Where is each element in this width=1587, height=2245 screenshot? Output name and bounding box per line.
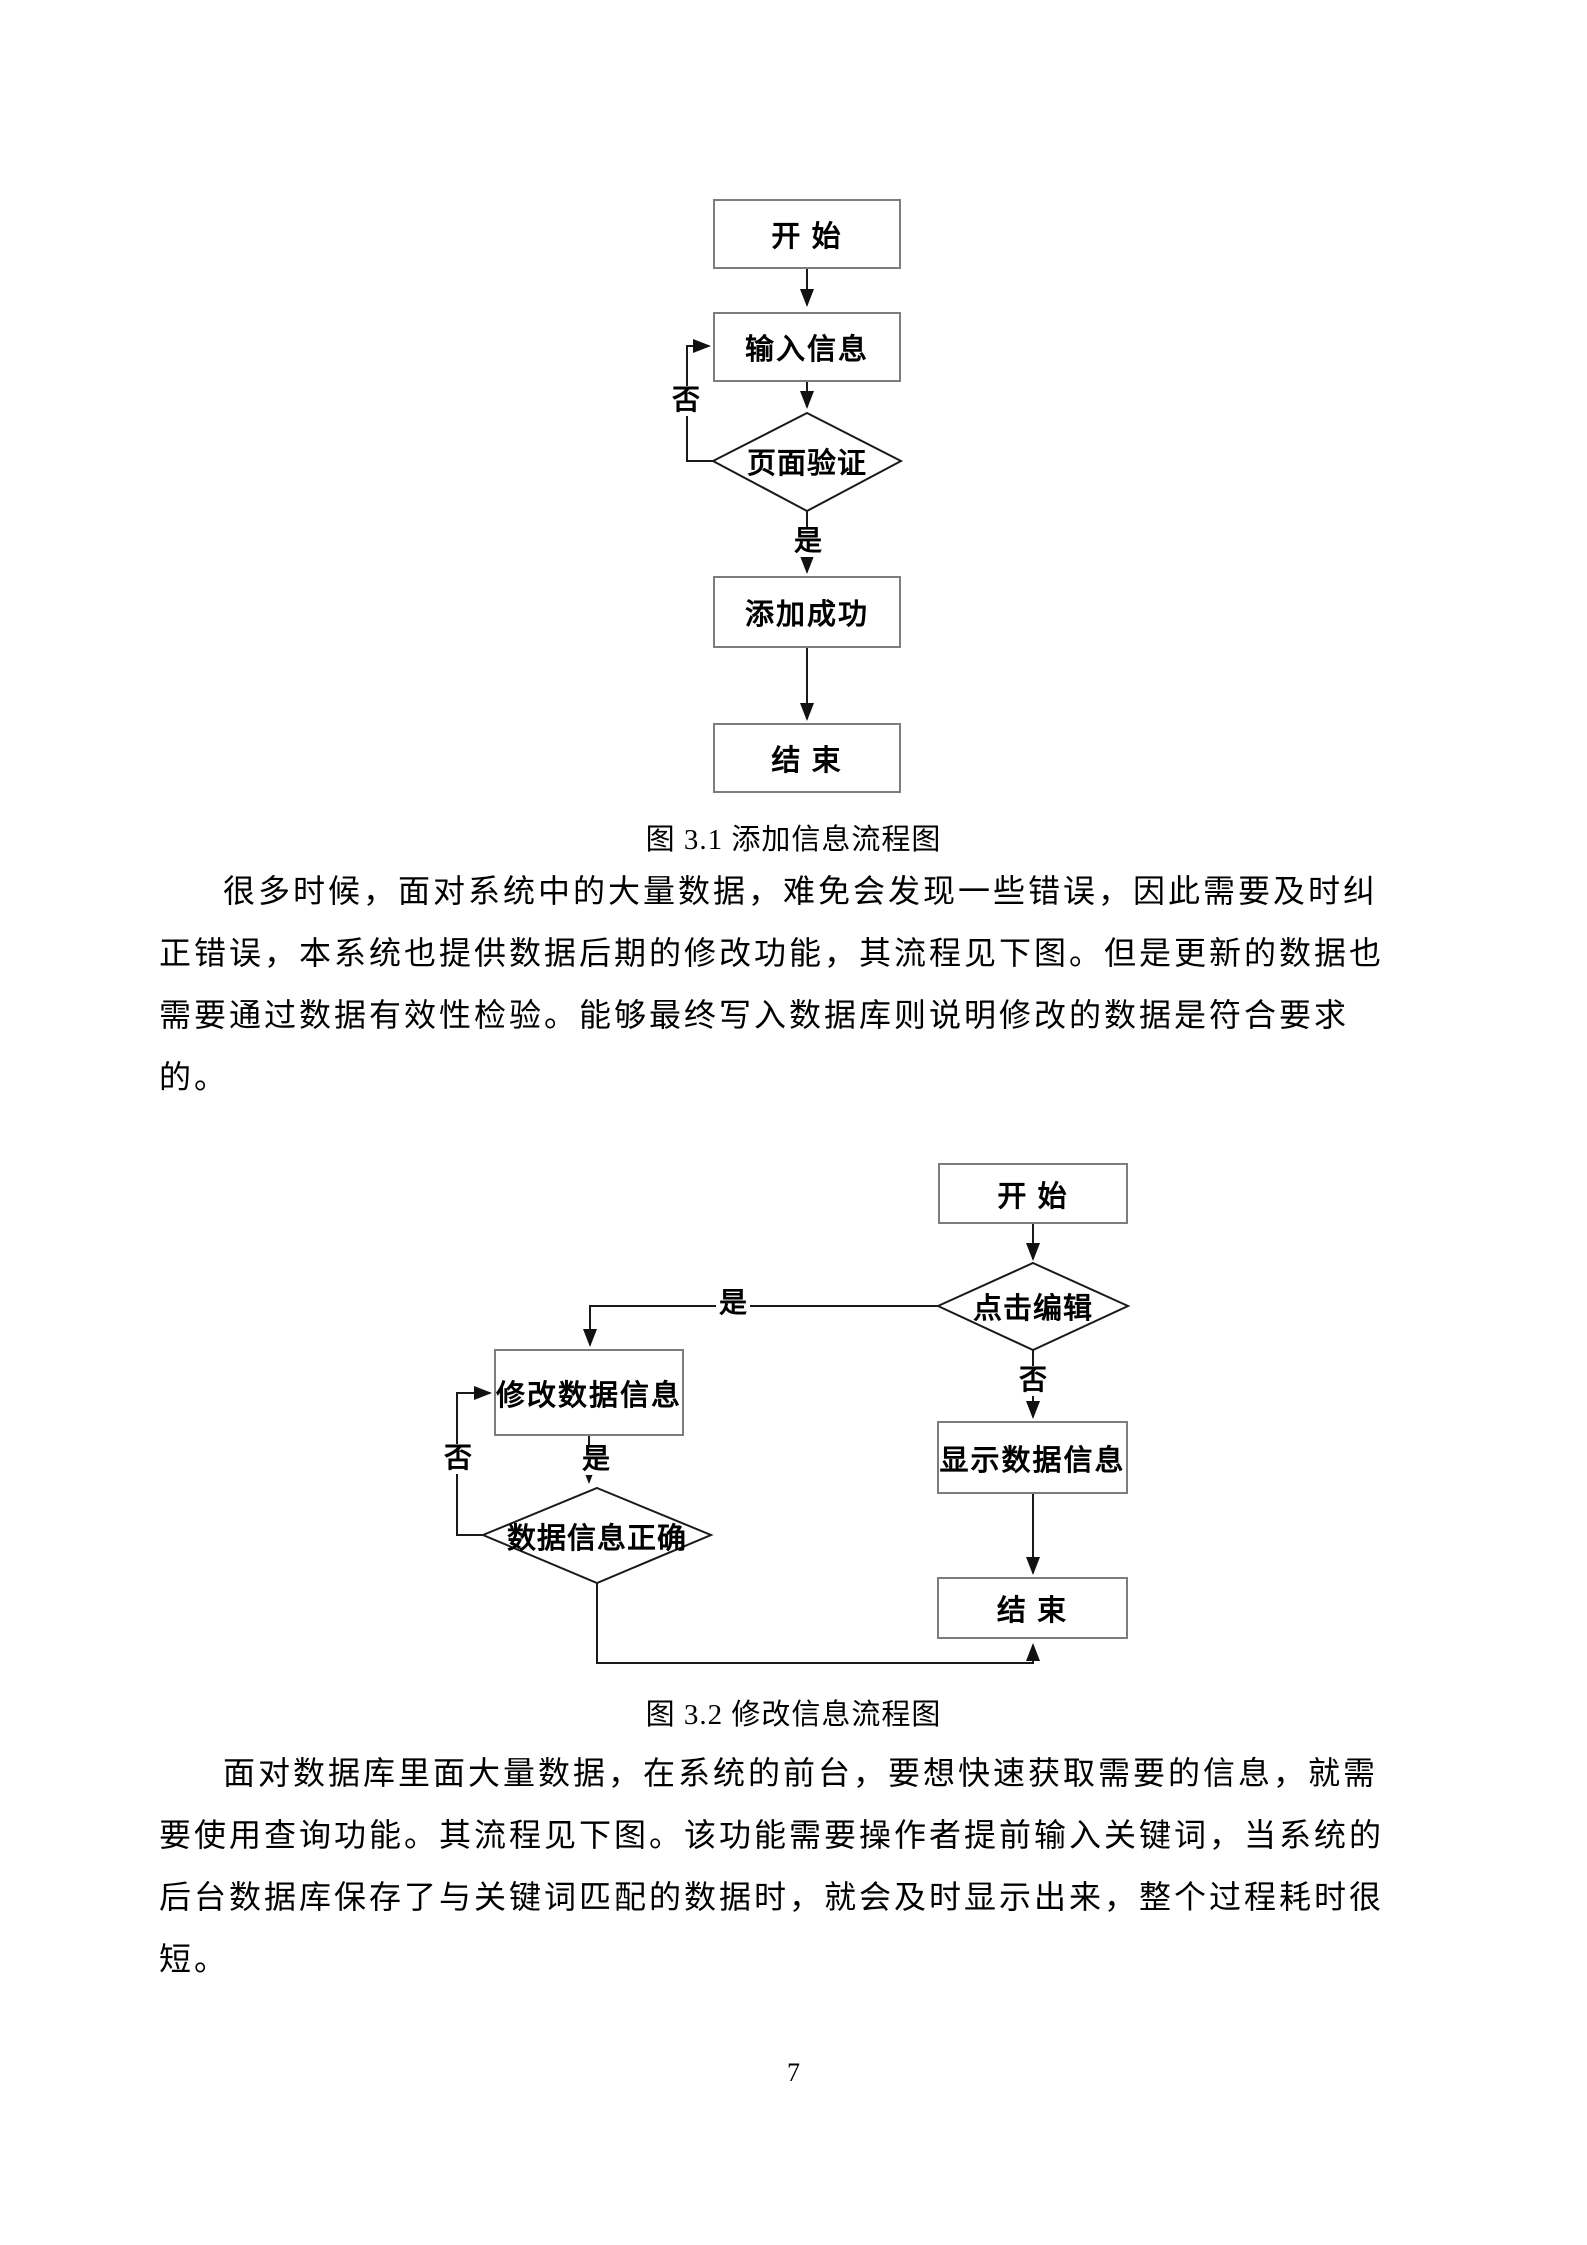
fc1-end-node: 结 束 <box>713 723 901 793</box>
fc2-yes-branch-label: 是 <box>715 1289 751 1319</box>
fc1-validate-label: 页面验证 <box>746 448 868 480</box>
fc2-display-node: 显示数据信息 <box>937 1421 1128 1494</box>
fc2-correct-label: 数据信息正确 <box>506 1523 688 1555</box>
page-number: 7 <box>787 2058 800 2087</box>
fc2-end-node: 结 束 <box>937 1577 1128 1639</box>
paragraph-1-line: 正错误，本系统也提供数据后期的修改功能，其流程见下图。但是更新的数据也 <box>159 935 1385 971</box>
fc1-yes-label: 是 <box>790 527 826 557</box>
fc2-edge-yes-modify <box>583 1305 938 1347</box>
fc2-start-node: 开 始 <box>938 1163 1128 1224</box>
paragraph-2-line: 要使用查询功能。其流程见下图。该功能需要操作者提前输入关键词，当系统的 <box>159 1817 1385 1853</box>
figure2-caption: 图 3.2 修改信息流程图 <box>645 1699 942 1731</box>
fc2-yes-mid-label: 是 <box>578 1445 614 1475</box>
paragraph-2: 面对数据库里面大量数据，在系统的前台，要想快速获取需要的信息，就需 要使用查询功… <box>159 1742 1439 1990</box>
fc2-modify-node: 修改数据信息 <box>494 1349 684 1436</box>
paragraph-2-line: 面对数据库里面大量数据，在系统的前台，要想快速获取需要的信息，就需 <box>223 1755 1379 1791</box>
paragraph-2-line: 短。 <box>159 1941 230 1977</box>
paragraph-1: 很多时候，面对系统中的大量数据，难免会发现一些错误，因此需要及时纠 正错误，本系… <box>159 860 1439 1108</box>
figure1-caption: 图 3.1 添加信息流程图 <box>645 824 942 856</box>
paragraph-1-line: 很多时候，面对系统中的大量数据，难免会发现一些错误，因此需要及时纠 <box>223 873 1379 909</box>
fc1-input-node: 输入信息 <box>713 312 901 382</box>
fc1-success-node: 添加成功 <box>713 576 901 648</box>
paragraph-2-line: 后台数据库保存了与关键词匹配的数据时，就会及时显示出来，整个过程耗时很 <box>159 1879 1385 1915</box>
fc1-no-label: 否 <box>668 386 704 416</box>
fc2-no-branch-label: 否 <box>1015 1366 1051 1396</box>
paragraph-1-line: 需要通过数据有效性检验。能够最终写入数据库则说明修改的数据是符合要求 <box>159 997 1350 1033</box>
fc1-start-node: 开 始 <box>713 199 901 269</box>
paragraph-1-line: 的。 <box>159 1059 230 1095</box>
fc2-decide-edit-label: 点击编辑 <box>972 1293 1094 1325</box>
fc2-no-loop-label: 否 <box>440 1444 476 1474</box>
